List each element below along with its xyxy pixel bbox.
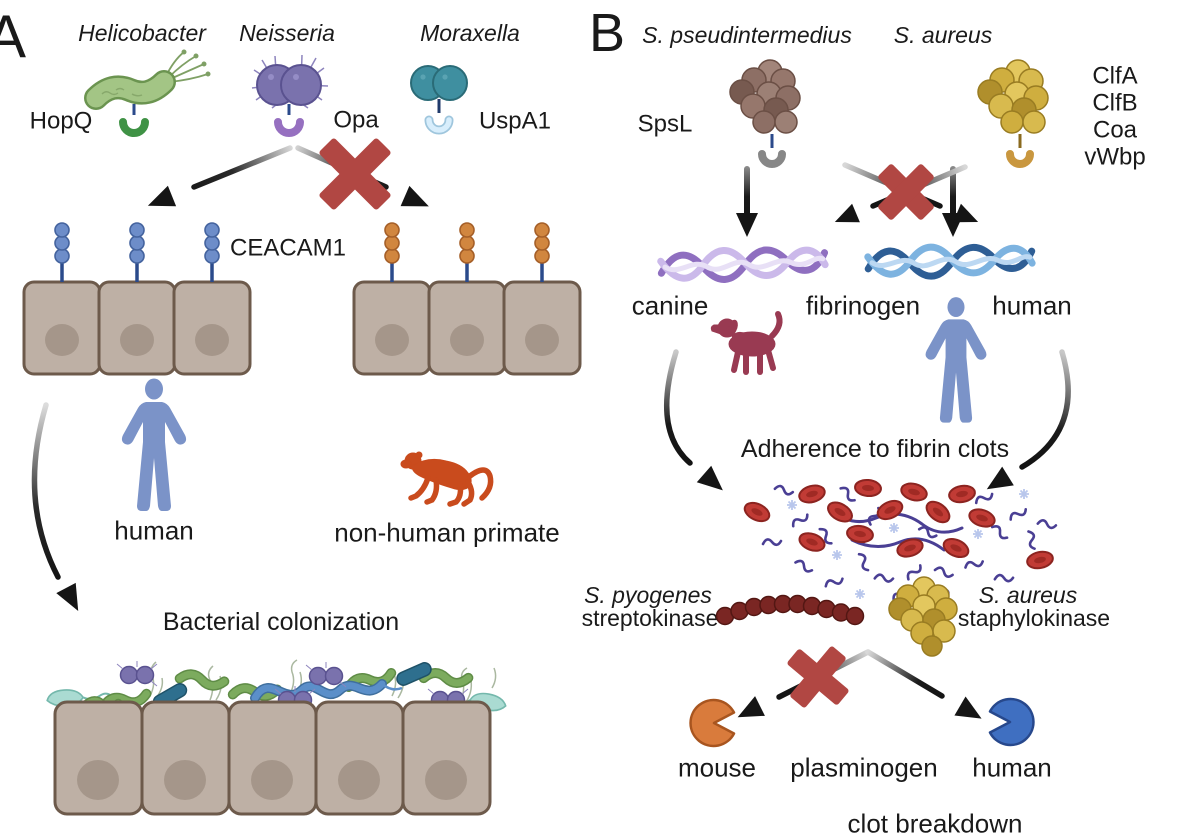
- fibrin-clot-icon: [743, 478, 1058, 605]
- opa-adhesin-icon: [274, 118, 304, 137]
- ceacam1-receptor-blue-icon: [54, 222, 220, 282]
- s-aureus-icon: [977, 59, 1049, 168]
- adhesin-label-vwbp: vWbp: [1084, 143, 1146, 171]
- green-spiral-bacteria-icon: [81, 667, 474, 712]
- human-icon-b: [925, 297, 987, 423]
- hopq-adhesin-icon: [119, 118, 149, 137]
- adhesin-label-spsl: SpsL: [637, 110, 693, 138]
- adhesin-label-coa: Coa: [1092, 116, 1138, 144]
- ligand-label-human: human: [992, 290, 1072, 321]
- receptor-label-ceacam1: CEACAM1: [229, 234, 347, 262]
- species-label-s-pseudintermedius: S. pseudintermedius: [642, 21, 852, 48]
- human-epithelium-ceacam1: [22, 222, 252, 376]
- plasminogen-arrows: [737, 646, 982, 719]
- panel-b-letter: B: [589, 3, 626, 63]
- adherence-arrows: [664, 349, 1071, 491]
- s-pseudintermedius-icon: [729, 59, 801, 168]
- monkey-icon: [400, 451, 494, 507]
- helicobacter-icon: [84, 49, 211, 137]
- species-label-s-aureus-top: S. aureus: [893, 21, 993, 48]
- species-label-helicobacter: Helicobacter: [78, 19, 206, 46]
- target-label-human-plasminogen: human: [972, 752, 1052, 783]
- blocked-x-icon-a: [319, 138, 391, 210]
- colonized-epithelium-cells: [53, 700, 492, 816]
- clf-adhesin-icon: [1006, 150, 1034, 168]
- spsl-adhesin-icon: [758, 150, 786, 168]
- adhesin-label-clfa: ClfA: [1092, 62, 1138, 90]
- outcome-label-clot-breakdown: clot breakdown: [847, 808, 1023, 836]
- ligand-label-fibrinogen: fibrinogen: [805, 290, 921, 321]
- epithelial-cells: [22, 280, 252, 376]
- species-label-s-aureus-bottom: S. aureus: [978, 581, 1078, 608]
- panel-a-letter: A: [0, 3, 27, 70]
- target-label-plasminogen: plasminogen: [790, 752, 938, 783]
- outcome-label-colonization: Bacterial colonization: [162, 607, 400, 636]
- moraxella-icon: [410, 65, 468, 135]
- adhesin-label-hopq: HopQ: [29, 107, 93, 135]
- species-label-s-pyogenes: S. pyogenes: [584, 581, 712, 608]
- staphylococcus-cluster-icon: [888, 576, 958, 657]
- epithelial-cells: [352, 280, 582, 376]
- target-label-mouse: mouse: [677, 752, 757, 783]
- host-label-human: human: [114, 515, 194, 546]
- fibrin-strands-icon: [761, 484, 1058, 605]
- human-plasminogen-icon: [988, 697, 1035, 747]
- adhesin-label-clfb: ClfB: [1092, 89, 1138, 117]
- neisseria-icon: [251, 54, 329, 137]
- blocked-x-icon-b-bottom: [787, 646, 849, 708]
- cross-species-blocked-arrows: [834, 162, 979, 223]
- enzyme-label-staphylokinase: staphylokinase: [957, 604, 1111, 631]
- primate-epithelium-ceacam1: [352, 222, 582, 376]
- enzyme-label-streptokinase: streptokinase: [581, 604, 719, 631]
- streptococcus-chain-icon: [715, 594, 865, 626]
- arrowhead-to-human-cells: [147, 185, 177, 207]
- dog-icon: [710, 311, 783, 375]
- human-fibrinogen-icon: [864, 243, 1036, 280]
- human-icon: [121, 378, 187, 511]
- species-label-moraxella: Moraxella: [420, 19, 520, 46]
- step-label-adherence: Adherence to fibrin clots: [740, 434, 1010, 463]
- uspa1-adhesin-icon: [426, 117, 452, 133]
- ligand-label-canine: canine: [631, 290, 709, 321]
- red-blood-cell-icons: [743, 478, 1054, 570]
- spsl-to-canine-arrow: [736, 166, 758, 237]
- host-label-primate: non-human primate: [334, 517, 560, 548]
- mouse-plasminogen-icon: [689, 698, 736, 748]
- arrowhead-to-primate-cells: [400, 185, 429, 207]
- adhesin-label-uspa1: UspA1: [478, 107, 552, 135]
- species-label-neisseria: Neisseria: [239, 19, 335, 46]
- colonization-arrow: [31, 402, 79, 611]
- ceacam1-receptor-orange-icon: [384, 222, 550, 282]
- binding-arrows-a: [147, 138, 429, 210]
- canine-fibrinogen-icon: [657, 246, 829, 283]
- adhesin-label-opa: Opa: [333, 106, 379, 134]
- blocked-x-icon-b-top: [878, 164, 934, 220]
